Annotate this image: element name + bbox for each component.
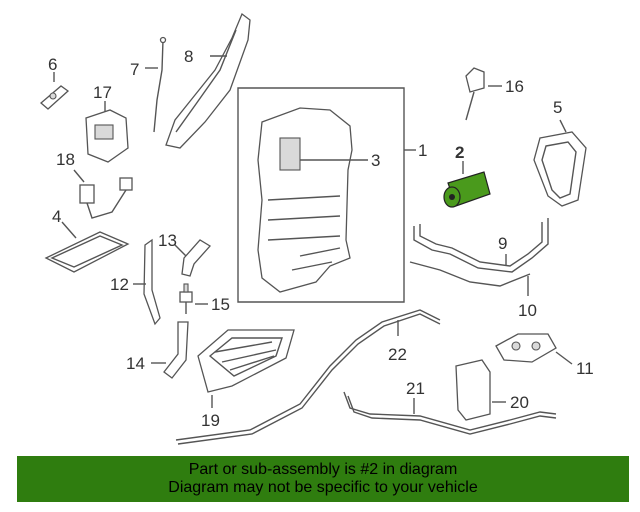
part-2-highlighted (443, 161, 491, 208)
callout-20: 20 (510, 393, 529, 412)
callout-22: 22 (388, 345, 407, 364)
parts-diagram: 1 2 3 4 5 6 7 8 9 10 11 12 13 14 15 16 1… (39, 12, 594, 445)
callout-14: 14 (126, 354, 145, 373)
callout-2: 2 (455, 143, 464, 162)
part-21-22-lines (175, 309, 557, 445)
callout-16: 16 (505, 77, 524, 96)
callout-10: 10 (518, 301, 537, 320)
callout-9: 9 (498, 234, 507, 253)
callout-18: 18 (56, 150, 75, 169)
part-12-hose (133, 238, 161, 326)
part-11-bracket (495, 333, 573, 365)
callout-3: 3 (371, 151, 380, 170)
callout-11: 11 (576, 359, 594, 378)
part-18-sensor (73, 169, 133, 219)
notice-banner: Part or sub-assembly is #2 in diagram Di… (17, 456, 629, 502)
notice-line-1: Part or sub-assembly is #2 in diagram (188, 461, 458, 478)
part-1-hvac-assembly (237, 87, 416, 303)
part-15-valve (179, 283, 208, 314)
part-4-filter (44, 221, 130, 273)
callout-4: 4 (52, 207, 61, 226)
callout-19: 19 (201, 411, 220, 430)
callout-13: 13 (158, 231, 177, 250)
callout-6: 6 (48, 55, 57, 74)
callout-21: 21 (406, 379, 425, 398)
callout-1: 1 (418, 141, 427, 160)
part-16-sensor (465, 67, 502, 121)
part-5-seal (533, 119, 587, 207)
part-7-rod (145, 36, 167, 133)
callout-8: 8 (184, 47, 193, 66)
part-6-bracket (39, 72, 70, 110)
callout-5: 5 (553, 98, 562, 117)
part-9-pipe (409, 218, 549, 296)
part-20-shield (455, 359, 506, 421)
part-19-grille (197, 329, 295, 408)
notice-line-2: Diagram may not be specific to your vehi… (168, 479, 478, 496)
callout-17: 17 (93, 83, 112, 102)
part-14-hose (151, 321, 189, 379)
callout-15: 15 (211, 295, 230, 314)
part-13-hose (174, 239, 212, 277)
callout-7: 7 (130, 60, 139, 79)
part-8-duct (165, 12, 251, 149)
part-17-actuator (85, 101, 129, 163)
callout-12: 12 (110, 275, 129, 294)
